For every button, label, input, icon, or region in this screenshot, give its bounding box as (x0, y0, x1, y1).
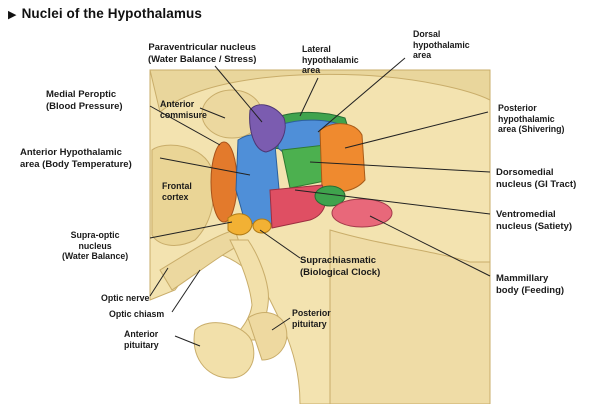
label-suprachiasmatic: Suprachiasmatic (Biological Clock) (300, 255, 380, 278)
label-frontal-cortex: Frontal cortex (162, 181, 192, 202)
supraoptic-nucleus (227, 213, 253, 236)
label-line: Supra-optic (70, 230, 120, 240)
label-line: Dorsal (413, 29, 441, 39)
label-line: nucleus (78, 240, 112, 251)
lower-tissue (329, 229, 491, 404)
label-line: area (Body Temperature) (20, 158, 132, 170)
label-line: Frontal (162, 181, 192, 191)
leader-optic-chiasm (171, 269, 201, 313)
leader-anterior-commisure (199, 107, 226, 119)
leader-anterior-pituitary (174, 335, 201, 347)
leader-anterior-hypothalamic (159, 157, 251, 176)
label-line: area (413, 50, 432, 60)
label-line: Dorsomedial (496, 167, 554, 178)
label-medial-preoptic: Medial Peroptic (Blood Pressure) (46, 89, 123, 112)
label-dorsal: Dorsal hypothalamic area (413, 29, 470, 61)
label-line: (Water Balance / Stress) (148, 53, 257, 65)
ventromedial-nucleus (269, 184, 327, 229)
medial-preoptic-nucleus (210, 141, 238, 223)
label-line: Lateral (302, 44, 331, 54)
page-title-text: Nuclei of the Hypothalamus (21, 6, 202, 21)
label-line: Mammillary (496, 273, 549, 284)
label-line: Anterior (124, 329, 159, 339)
leader-optic-nerve (149, 267, 169, 297)
label-line: hypothalamic (498, 113, 555, 124)
leader-mammillary (369, 215, 491, 277)
label-line: hypothalamic (302, 54, 359, 65)
corpus-arc (149, 69, 491, 113)
label-posterior-pituitary: Posterior pituitary (292, 308, 331, 329)
leader-posterior-hypothalamic (344, 111, 489, 149)
label-line: Suprachiasmatic (300, 255, 377, 266)
label-line: Medial Peroptic (46, 89, 117, 100)
paraventricular-nucleus (249, 104, 286, 153)
leader-lateral (299, 77, 319, 117)
label-line: pituitary (292, 318, 327, 329)
label-anterior-pituitary: Anterior pituitary (124, 329, 159, 350)
leader-suprachiasmatic (259, 229, 301, 259)
label-line: Anterior Hypothalamic (20, 147, 122, 158)
label-supraoptic: Supra-optic nucleus (Water Balance) (62, 230, 128, 262)
leader-medial-preoptic (149, 105, 221, 146)
label-line: pituitary (124, 339, 159, 350)
label-line: area (Shivering) (498, 124, 565, 134)
leader-dorsal (317, 57, 406, 133)
label-line: Posterior (292, 308, 331, 318)
page-title: ▶ Nuclei of the Hypothalamus (8, 6, 202, 21)
label-line: Anterior (160, 99, 195, 109)
anterior-pituitary-shape (193, 322, 255, 379)
label-line: nucleus (GI Tract) (496, 178, 577, 190)
label-line: nucleus (Satiety) (496, 220, 573, 232)
label-line: (Blood Pressure) (46, 100, 123, 112)
label-optic-chiasm: Optic chiasm (109, 309, 164, 320)
label-mammillary: Mammillary body (Feeding) (496, 273, 564, 296)
leader-paraventricular (214, 65, 263, 123)
label-line: hypothalamic (413, 39, 470, 50)
label-posterior-hypothalamic: Posterior hypothalamic area (Shivering) (498, 103, 565, 135)
leader-lines (149, 57, 491, 347)
label-lateral: Lateral hypothalamic area (302, 44, 359, 76)
label-line: commisure (160, 109, 207, 120)
label-dorsomedial: Dorsomedial nucleus (GI Tract) (496, 167, 576, 190)
label-line: cortex (162, 191, 189, 202)
suprachiasmatic-nucleus (252, 218, 272, 234)
label-paraventricular: Paraventricular nucleus (Water Balance /… (148, 42, 256, 65)
label-anterior-hypothalamic: Anterior Hypothalamic area (Body Tempera… (20, 147, 132, 170)
label-line: Optic nerve (101, 293, 150, 303)
label-line: Posterior (498, 103, 537, 113)
label-line: Ventromedial (496, 209, 556, 220)
label-line: body (Feeding) (496, 284, 565, 296)
label-line: (Biological Clock) (300, 266, 381, 278)
label-ventromedial: Ventromedial nucleus (Satiety) (496, 209, 572, 232)
leader-posterior-pituitary (271, 317, 291, 331)
leader-supraoptic (149, 221, 233, 239)
label-line: (Water Balance) (62, 251, 129, 261)
label-optic-nerve: Optic nerve (101, 293, 149, 304)
label-line: Paraventricular nucleus (148, 42, 257, 53)
label-anterior-commisure: Anterior commisure (160, 99, 207, 120)
triangle-bullet-icon: ▶ (8, 9, 17, 21)
label-line: Optic chiasm (109, 309, 165, 319)
leader-dorsomedial (309, 161, 491, 173)
leader-ventromedial (294, 189, 491, 215)
posterior-hypothalamic-area (319, 123, 366, 193)
frontal-cortex-shape (151, 144, 215, 246)
label-line: area (302, 65, 321, 75)
posterior-pituitary-shape (247, 312, 288, 361)
